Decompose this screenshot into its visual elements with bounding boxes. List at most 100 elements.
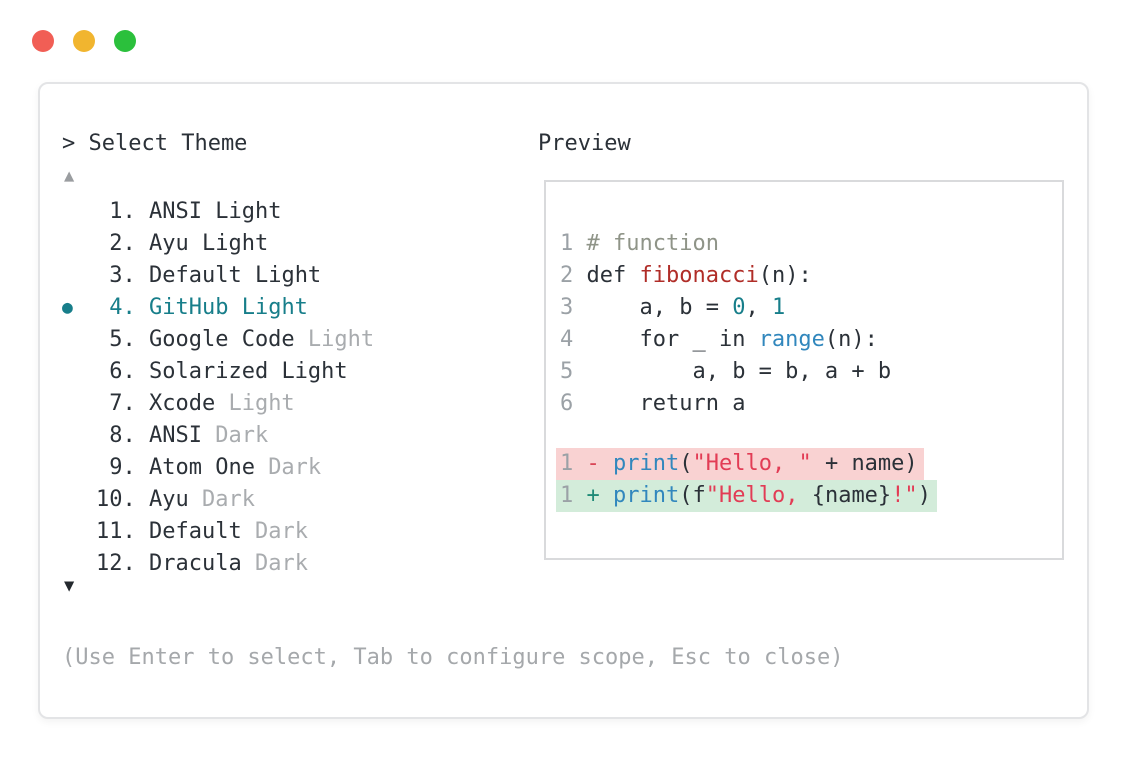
theme-name: Default Dark — [135, 519, 308, 544]
theme-variant: Dark — [254, 551, 308, 576]
theme-option-default-dark[interactable]: 11. Default Dark — [62, 516, 374, 548]
code-token-default: (n): — [824, 327, 878, 352]
close-window-icon[interactable] — [32, 30, 54, 52]
theme-number: 3. — [109, 263, 136, 288]
code-token-default: def — [586, 263, 640, 288]
code-token-call: range — [758, 327, 825, 352]
theme-number: 6. — [109, 359, 136, 384]
code-line: 1 # function — [560, 228, 1062, 260]
code-blank-line — [560, 420, 1062, 448]
code-token-minus: - — [586, 451, 613, 476]
theme-name: Ayu Dark — [135, 487, 255, 512]
code-token-default: (n): — [758, 263, 812, 288]
theme-name: Atom One Dark — [135, 455, 322, 480]
theme-option-ansi-light[interactable]: 1. ANSI Light — [62, 196, 374, 228]
theme-number: 7. — [109, 391, 136, 416]
theme-name: Solarized Light — [135, 359, 348, 384]
code-token-default: a, b = — [586, 295, 733, 320]
code-line: 6 return a — [560, 388, 1062, 420]
theme-number: 10. — [96, 487, 136, 512]
theme-name: GitHub Light — [135, 295, 308, 320]
theme-option-ayu-light[interactable]: 2. Ayu Light — [62, 228, 374, 260]
code-token-default: return a — [586, 391, 746, 416]
theme-name: Dracula Dark — [135, 551, 308, 576]
theme-variant: Light — [228, 391, 295, 416]
theme-variant: Dark — [201, 487, 255, 512]
theme-variant: Light — [281, 359, 348, 384]
theme-name: Ayu Light — [135, 231, 269, 256]
code-token-default: , — [745, 295, 772, 320]
selected-bullet-icon: ● — [62, 297, 73, 318]
code-token-default: for _ in — [586, 327, 759, 352]
theme-variant: Dark — [215, 423, 269, 448]
scroll-down-icon[interactable]: ▼ — [64, 576, 75, 596]
theme-variant: Dark — [268, 455, 322, 480]
theme-variant: Light — [215, 199, 282, 224]
window-traffic-lights — [32, 30, 136, 52]
code-line: 4 for _ in range(n): — [560, 324, 1062, 356]
code-token-str: "Hello, — [705, 483, 812, 508]
line-number: 1 — [560, 483, 587, 508]
code-line: 2 def fibonacci(n): — [560, 260, 1062, 292]
theme-option-dracula-dark[interactable]: 12. Dracula Dark — [62, 548, 374, 580]
code-token-str: !" — [891, 483, 918, 508]
theme-number: 8. — [109, 423, 136, 448]
theme-number: 5. — [109, 327, 136, 352]
theme-name: Default Light — [135, 263, 322, 288]
code-token-default: a, b = b, a + b — [586, 359, 892, 384]
code-token-num: 1 — [771, 295, 786, 320]
theme-option-default-light[interactable]: 3. Default Light — [62, 260, 374, 292]
line-number: 2 — [560, 263, 587, 288]
code-token-default: {name} — [811, 483, 892, 508]
theme-option-ayu-dark[interactable]: 10. Ayu Dark — [62, 484, 374, 516]
theme-number: 11. — [96, 519, 136, 544]
help-text: (Use Enter to select, Tab to configure s… — [62, 645, 844, 670]
maximize-window-icon[interactable] — [114, 30, 136, 52]
theme-name: Google Code Light — [135, 327, 375, 352]
minimize-window-icon[interactable] — [73, 30, 95, 52]
code-token-default: + name) — [811, 451, 918, 476]
theme-option-xcode-light[interactable]: 7. Xcode Light — [62, 388, 374, 420]
theme-number: 9. — [109, 455, 136, 480]
theme-number: 1. — [109, 199, 136, 224]
theme-variant: Light — [201, 231, 269, 256]
code-token-num: 0 — [732, 295, 746, 320]
code-token-default: ( — [679, 451, 693, 476]
line-number: 4 — [560, 327, 587, 352]
code-line: 3 a, b = 0, 1 — [560, 292, 1062, 324]
theme-number: 12. — [96, 551, 136, 576]
code-token-str: "Hello, " — [692, 451, 812, 476]
theme-option-ansi-dark[interactable]: 8. ANSI Dark — [62, 420, 374, 452]
code-token-func: fibonacci — [639, 263, 759, 288]
theme-number: 4. — [109, 295, 136, 320]
select-theme-prompt: > Select Theme — [62, 131, 248, 156]
theme-option-atom-one-dark[interactable]: 9. Atom One Dark — [62, 452, 374, 484]
theme-variant: Dark — [254, 519, 308, 544]
line-number: 1 — [560, 451, 587, 476]
theme-variant: Light — [307, 327, 375, 352]
code-token-comment: # function — [586, 231, 719, 256]
preview-label: Preview — [538, 131, 631, 156]
code-token-default: (f — [679, 483, 706, 508]
line-number: 1 — [560, 231, 587, 256]
theme-name: Xcode Light — [135, 391, 295, 416]
theme-option-google-code-light[interactable]: 5. Google Code Light — [62, 324, 374, 356]
diff-line-added: 1 + print(f"Hello, {name}!") — [556, 480, 1062, 512]
theme-variant: Light — [254, 263, 322, 288]
theme-option-solarized-light[interactable]: 6. Solarized Light — [62, 356, 374, 388]
code-token-plus: + — [586, 483, 613, 508]
line-number: 5 — [560, 359, 587, 384]
code-token-call: print — [613, 451, 680, 476]
theme-number: 2. — [109, 231, 136, 256]
line-number: 6 — [560, 391, 587, 416]
code-token-call: print — [613, 483, 680, 508]
scroll-up-icon[interactable]: ▲ — [64, 166, 75, 186]
theme-variant: Light — [241, 295, 308, 320]
theme-option-github-light[interactable]: ● 4. GitHub Light — [62, 292, 374, 324]
theme-name: ANSI Light — [135, 199, 282, 224]
code-line: 5 a, b = b, a + b — [560, 356, 1062, 388]
